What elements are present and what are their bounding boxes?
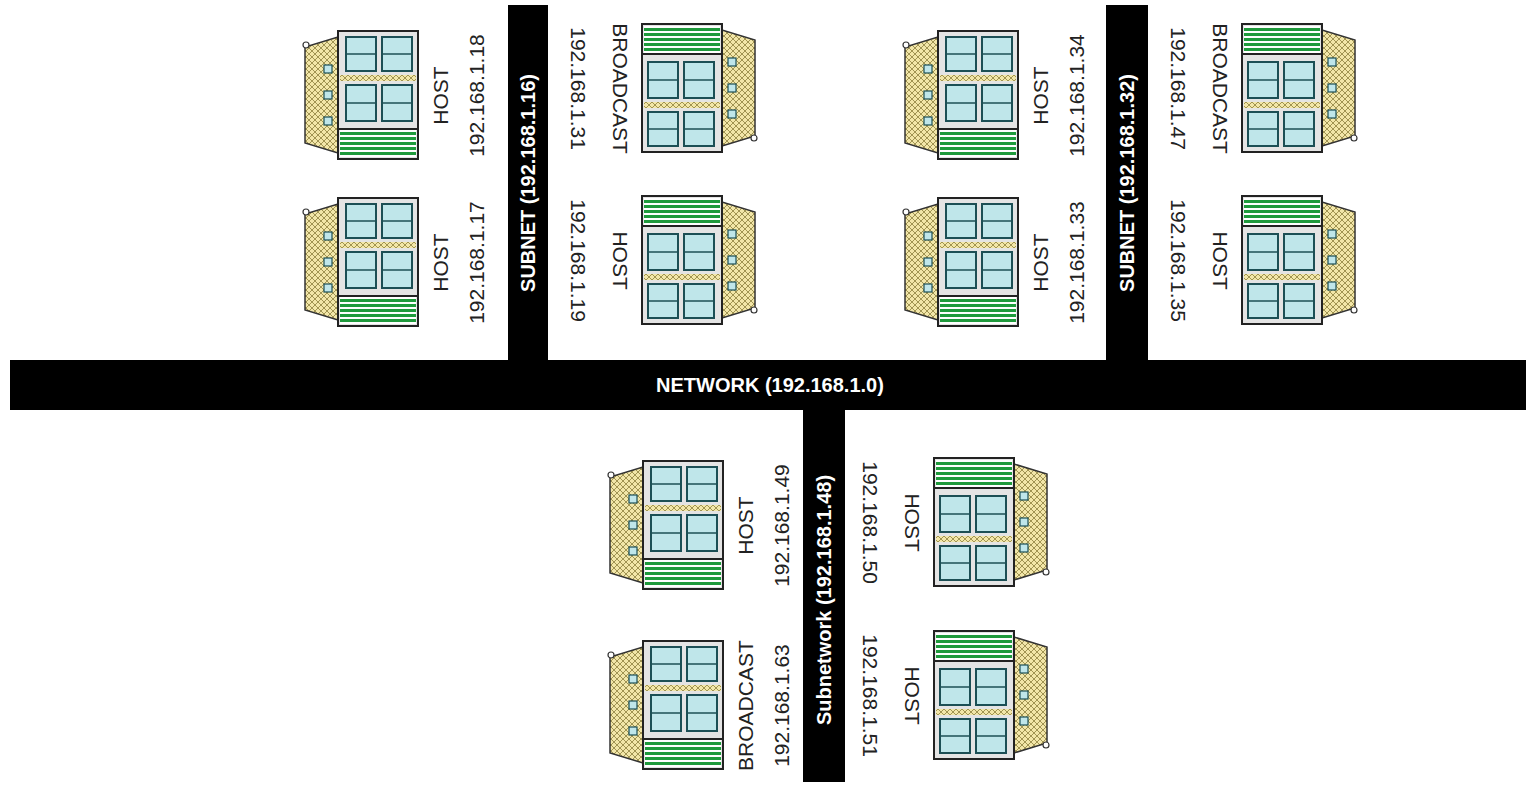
host-role: BROADCAST	[608, 23, 631, 154]
network-label: SUBNET (192.168.1.32)	[1116, 74, 1138, 292]
building-icon	[642, 196, 757, 324]
network-bar: SUBNET (192.168.1.32)	[1106, 5, 1148, 362]
building-icon	[303, 31, 418, 159]
host-role: HOST	[429, 66, 452, 124]
host-building: HOST 192.168.1.18	[298, 22, 490, 168]
ip-address: 192.168.1.34	[1064, 34, 1087, 157]
host-building: HOST 192.168.1.34	[898, 22, 1090, 168]
host-role: HOST	[429, 233, 452, 291]
ip-address: 192.168.1.49	[769, 464, 792, 587]
host-building: HOST 192.168.1.51	[858, 622, 1054, 768]
ip-address: 192.168.1.51	[858, 634, 881, 757]
building-icon	[608, 641, 723, 769]
ip-address: 192.168.1.50	[858, 461, 881, 584]
building-icon	[1242, 196, 1357, 324]
host-role: HOST	[1209, 231, 1232, 289]
host-role: HOST	[734, 496, 757, 554]
host-building: BROADCAST 192.168.1.31	[566, 16, 762, 162]
host-building: HOST 192.168.1.33	[898, 188, 1090, 334]
building-icon	[934, 458, 1049, 586]
ip-address: 192.168.1.33	[1064, 201, 1087, 324]
ip-address: 192.168.1.63	[769, 644, 792, 767]
network-label: NETWORK (192.168.1.0)	[656, 374, 884, 396]
network-bar: NETWORK (192.168.1.0)	[10, 360, 1526, 410]
host-building: BROADCAST 192.168.1.63	[603, 630, 798, 778]
host-role: BROADCAST	[1208, 23, 1231, 154]
building-icon	[303, 198, 418, 326]
ip-address: 192.168.1.19	[566, 199, 589, 322]
building-icon	[642, 24, 757, 152]
building-icon	[934, 631, 1049, 759]
ip-address: 192.168.1.47	[1166, 27, 1189, 150]
building-icon	[903, 198, 1018, 326]
ip-address: 192.168.1.18	[464, 34, 487, 157]
network-bar: Subnetwork (192.168.1.48)	[803, 410, 845, 782]
network-bar: SUBNET (192.168.1.16)	[508, 5, 548, 362]
host-building: BROADCAST 192.168.1.47	[1166, 16, 1362, 162]
host-building: HOST 192.168.1.35	[1166, 188, 1362, 334]
ip-address: 192.168.1.35	[1166, 199, 1189, 322]
host-role: HOST	[901, 666, 924, 724]
network-label: SUBNET (192.168.1.16)	[517, 74, 539, 292]
host-building: HOST 192.168.1.50	[858, 450, 1054, 596]
building-icon	[903, 31, 1018, 159]
host-building: HOST 192.168.1.49	[603, 452, 798, 598]
building-icon	[1242, 24, 1357, 152]
host-building: HOST 192.168.1.17	[298, 188, 490, 334]
ip-address: 192.168.1.17	[464, 201, 487, 324]
host-building: HOST 192.168.1.19	[566, 188, 762, 334]
host-role: HOST	[1029, 66, 1052, 124]
host-role: HOST	[901, 493, 924, 551]
host-role: HOST	[609, 231, 632, 289]
host-role: BROADCAST	[733, 640, 756, 771]
ip-address: 192.168.1.31	[566, 27, 589, 150]
host-role: HOST	[1029, 233, 1052, 291]
building-icon	[608, 461, 723, 589]
network-label: Subnetwork (192.168.1.48)	[813, 475, 835, 725]
